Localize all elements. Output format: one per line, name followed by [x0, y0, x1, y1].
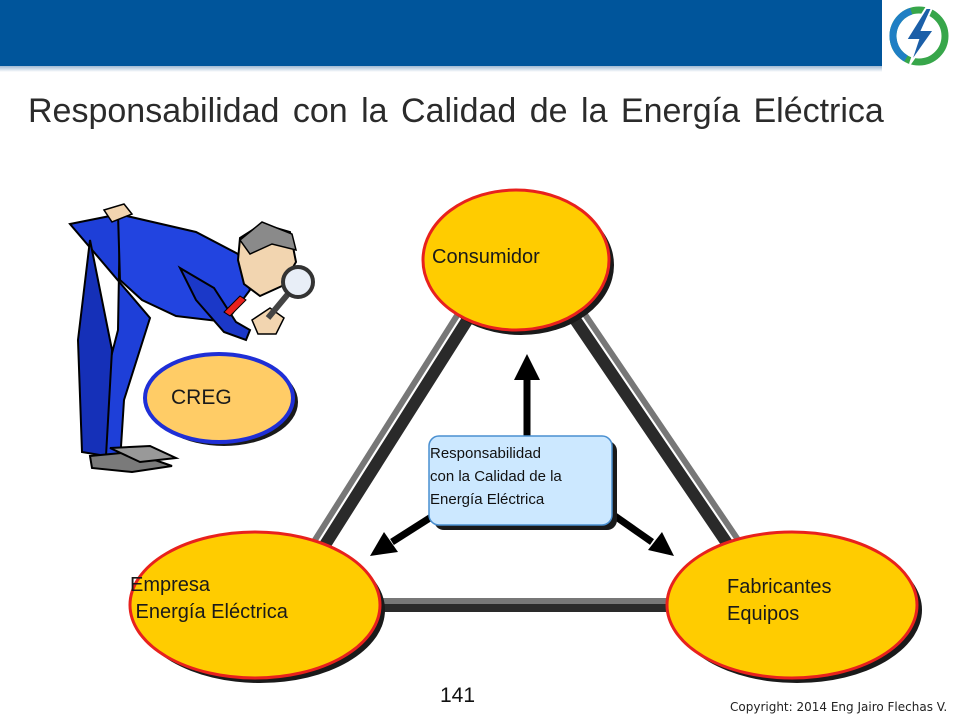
copyright-notice: Copyright: 2014 Eng Jairo Flechas V. — [730, 700, 948, 714]
slide-title: Responsabilidad con la Calidad de la Ene… — [28, 92, 884, 130]
node-label-consumidor: Consumidor — [432, 246, 540, 268]
node-label-fabricantes: Fabricantes Equipos — [727, 576, 832, 625]
node-consumidor — [421, 188, 614, 335]
node-empresa — [128, 530, 385, 683]
triangle-connectors — [305, 283, 748, 612]
inspector-with-magnifying-glass — [68, 203, 315, 474]
node-label-empresa: Empresa Energía Eléctrica — [130, 574, 288, 623]
page-number: 141 — [440, 684, 476, 707]
header-shadow — [0, 66, 882, 72]
node-label-creg: CREG — [171, 386, 232, 409]
node-creg — [143, 352, 298, 446]
node-fabricantes — [665, 530, 922, 683]
header-band — [0, 0, 882, 66]
center-label: Responsabilidad con la Calidad de la Ene… — [430, 445, 562, 508]
lightning-bolt-logo — [889, 6, 949, 66]
responsibility-arrows — [370, 354, 674, 556]
center-box — [428, 435, 617, 530]
